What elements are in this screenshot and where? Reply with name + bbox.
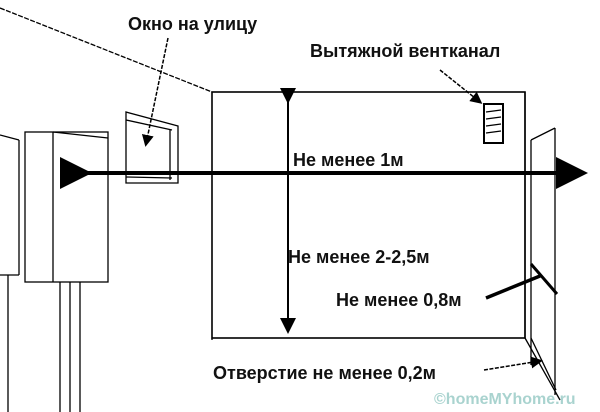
window-label: Окно на улицу xyxy=(128,14,257,34)
opening-label: Отверстие не менее 0,2м xyxy=(213,363,436,383)
gas-boiler xyxy=(24,131,109,412)
height-label: Не менее 2-2,5м xyxy=(288,247,430,267)
width-label: Не менее 1м xyxy=(293,150,404,170)
vent-grille xyxy=(483,103,504,144)
vent-pointer xyxy=(439,69,483,104)
left-cabinet xyxy=(0,134,20,412)
window-pointer xyxy=(141,37,169,147)
vent-label: Вытяжной вентканал xyxy=(310,41,500,61)
opening-pointer xyxy=(483,356,543,371)
door-pointer xyxy=(485,274,541,300)
door-width-label: Не менее 0,8м xyxy=(336,290,462,310)
ceiling-edge xyxy=(0,7,213,93)
watermark: ©homeMYhome.ru xyxy=(434,391,576,408)
